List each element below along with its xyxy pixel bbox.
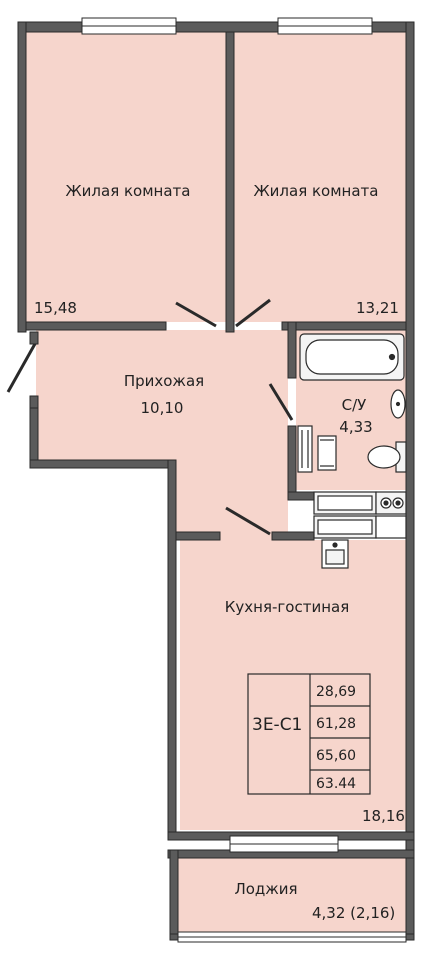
wall-loggia-left [169,849,179,941]
room-name-kitchen-living: Кухня-гостиная [225,598,349,616]
toilet-icon [367,441,407,473]
kitchen-fixtures [313,491,407,569]
area-value-reduced: 63.44 [316,776,356,792]
room-area-bedroom-right: 13,21 [356,299,399,317]
room-area-bathroom: 4,33 [339,418,372,436]
door-entrance [6,341,38,393]
room-fills [26,32,406,934]
fridge-icon [375,515,407,539]
windows [81,17,407,943]
area-value-living: 28,69 [316,684,356,700]
room-area-kitchen-living: 18,16 [362,807,405,825]
room-name-hallway: Прихожая [124,372,204,390]
room-name-bedroom-left: Жилая комната [66,182,191,200]
room-name-bedroom-right: Жилая комната [254,182,379,200]
radiator-icon [297,425,313,473]
door-bedroom-left [175,301,217,328]
door-bedroom-right [235,298,271,328]
wall-hallway-kitchen-right [271,531,315,541]
bathroom-fixtures [297,333,407,473]
wall-hallway-kitchen-left [175,531,221,541]
doors [6,298,294,536]
room-area-bedroom-left: 15,48 [34,299,77,317]
area-value-total: 61,28 [316,716,356,732]
wall-left-lower [29,405,39,461]
room-fill-bedroom-right [234,32,406,322]
wall-bath-left-lower [287,425,297,501]
area-value-with-loggia: 65,60 [316,748,356,764]
wall-bath-left [287,321,297,379]
door-kitchen [225,506,271,536]
wall-bedroom-right-bottom [281,321,407,331]
room-labels: Жилая комната 15,48 Жилая комната 13,21 … [34,182,405,922]
wall-bedroom-left-bottom [25,321,167,331]
wall-hallway-bottom [29,459,177,469]
wall-right [405,21,415,941]
room-fill-hallway [36,330,288,460]
wall-bedroom-divider [225,31,235,333]
wall-left [17,21,27,333]
apartment-code: 3Е-С1 [252,715,302,735]
room-fill-hallway-lower [176,460,288,540]
room-area-hallway: 10,10 [141,399,184,417]
door-bathroom [268,383,294,421]
room-name-loggia: Лоджия [234,880,297,898]
room-fill-loggia [178,858,406,934]
washing-machine-icon [317,435,337,471]
room-area-loggia: 4,32 (2,16) [312,904,395,922]
room-fill-bedroom-left [26,32,226,322]
area-summary-box: 3Е-С1 28,69 61,28 65,60 63.44 [247,673,371,795]
room-name-bathroom: С/У [342,396,367,414]
wall-bath-bottom [287,491,315,501]
wall-kitchen-left [167,459,177,841]
kitchen-sink-icon [321,539,349,569]
